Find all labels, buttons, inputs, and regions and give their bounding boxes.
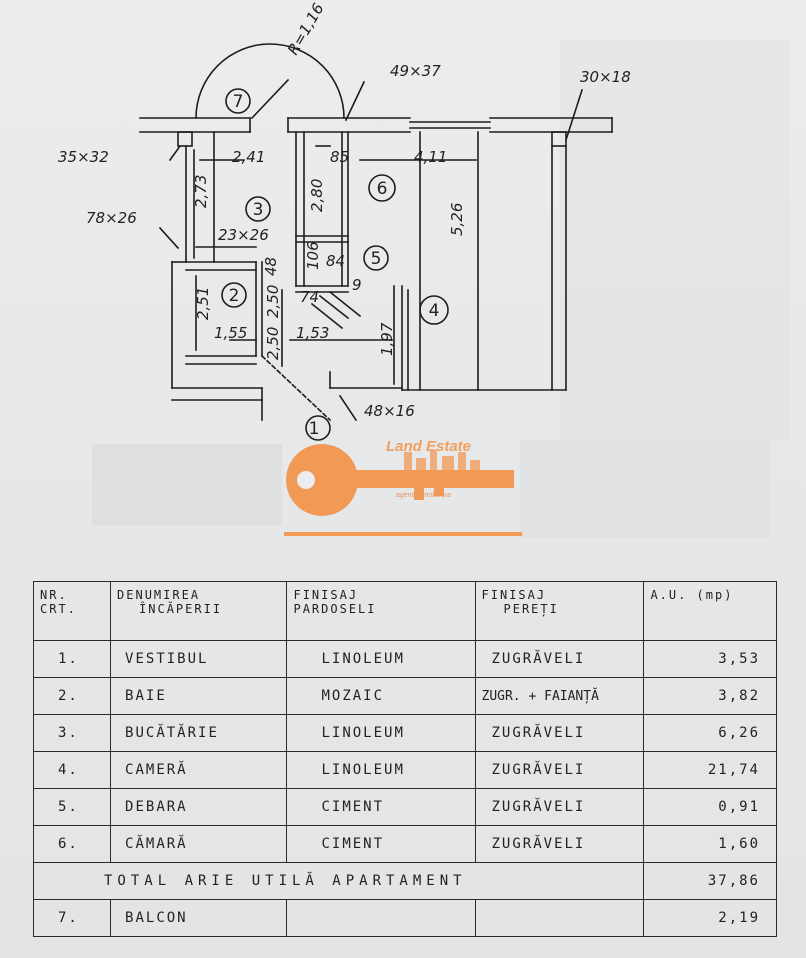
row-wall-finish: ZUGRĂVELI (474, 788, 645, 826)
header-area: A.U. (mp) (643, 581, 777, 641)
row-floor-finish: CIMENT (286, 825, 476, 863)
dim-526: 5,26 (448, 203, 466, 236)
dim-273: 2,73 (192, 175, 210, 208)
balcony-wall-finish (474, 899, 645, 937)
scan-shadow (92, 444, 282, 526)
dim-251: 2,51 (194, 287, 212, 320)
row-nr: 5. (32, 788, 112, 826)
key-icon (284, 444, 522, 536)
balcony-nr: 7. (32, 899, 112, 937)
dim-048: 48 (262, 257, 280, 276)
dim-window-top: 49×37 (390, 62, 441, 80)
land-estate-logo: Land Estate agentie imobiliara (284, 422, 524, 540)
row-floor-finish: CIMENT (286, 788, 476, 826)
room-number-7: 7 (233, 92, 244, 112)
row-room-name: BAIE (110, 677, 288, 715)
dim-241: 2,41 (232, 148, 265, 166)
room-number-5: 5 (371, 249, 382, 269)
row-area: 3,82 (643, 677, 777, 715)
logo-subtitle: agentie imobiliara (396, 492, 451, 499)
total-area: 37,86 (643, 862, 777, 900)
row-floor-finish: LINOLEUM (286, 714, 476, 752)
total-label: TOTAL ARIE UTILĂ APARTAMENT (32, 862, 645, 900)
dim-column-right: 30×18 (580, 68, 631, 86)
dim-084: 84 (326, 252, 345, 270)
dim-280: 2,80 (308, 179, 326, 212)
row-floor-finish: LINOLEUM (286, 640, 476, 678)
row-floor-finish: MOZAIC (286, 677, 476, 715)
dim-radius: R=1,16 (284, 0, 328, 58)
row-room-name: VESTIBUL (110, 640, 288, 678)
room-number-3: 3 (253, 200, 264, 220)
row-wall-finish: ZUGRĂVELI (474, 825, 645, 863)
table-row: 6. CĂMARĂ CIMENT ZUGRĂVELI 1,60 (32, 825, 777, 863)
row-nr: 2. (32, 677, 112, 715)
row-wall-finish: ZUGRĂVELI (474, 714, 645, 752)
row-wall-finish: ZUGRĂVELI (474, 640, 645, 678)
dim-411: 4,11 (414, 148, 447, 166)
dim-column-left: 35×32 (58, 148, 109, 166)
table-row: 5. DEBARA CIMENT ZUGRĂVELI 0,91 (32, 788, 777, 826)
row-floor-finish: LINOLEUM (286, 751, 476, 789)
balcony-area: 2,19 (643, 899, 777, 937)
table-row: 1. VESTIBUL LINOLEUM ZUGRĂVELI 3,53 (32, 640, 777, 678)
room-number-4: 4 (429, 301, 440, 321)
room-number-1: 1 (309, 419, 320, 439)
table-row: 2. BAIE MOZAIC ZUGR. + FAIANȚĂ 3,82 (32, 677, 777, 715)
row-room-name: DEBARA (110, 788, 288, 826)
row-area: 21,74 (643, 751, 777, 789)
row-room-name: BUCĂTĂRIE (110, 714, 288, 752)
dim-155: 1,55 (214, 324, 247, 342)
row-nr: 3. (32, 714, 112, 752)
scan-shadow (560, 40, 790, 440)
dim-23x26: 23×26 (218, 226, 269, 244)
room-number-6: 6 (377, 179, 388, 199)
table-balcony-row: 7. BALCON 2,19 (32, 899, 777, 937)
table-row: 3. BUCĂTĂRIE LINOLEUM ZUGRĂVELI 6,26 (32, 714, 777, 752)
dim-153: 1,53 (296, 324, 329, 342)
dim-106: 106 (304, 241, 322, 270)
dim-bottom-opening: 48×16 (364, 402, 415, 420)
row-room-name: CĂMARĂ (110, 825, 288, 863)
dim-niche-left: 78×26 (86, 209, 137, 227)
dim-085: 85 (330, 148, 349, 166)
row-area: 0,91 (643, 788, 777, 826)
table-row: 4. CAMERĂ LINOLEUM ZUGRĂVELI 21,74 (32, 751, 777, 789)
balcony-name: BALCON (110, 899, 288, 937)
row-nr: 1. (32, 640, 112, 678)
header-nr: NR.CRT. (32, 581, 112, 641)
table-total-row: TOTAL ARIE UTILĂ APARTAMENT 37,86 (32, 862, 777, 900)
balcony-floor-finish (286, 899, 476, 937)
row-area: 3,53 (643, 640, 777, 678)
dim-009: 9 (352, 276, 362, 294)
dim-250b: 2,50 (264, 327, 282, 360)
row-nr: 4. (32, 751, 112, 789)
row-nr: 6. (32, 825, 112, 863)
scan-shadow (520, 440, 770, 538)
floor-plan: R=1,16 49×37 30×18 35×32 78×26 48×16 2,4… (58, 0, 631, 441)
dim-197: 1,97 (378, 322, 396, 356)
dim-250a: 2,50 (264, 285, 282, 318)
row-wall-finish: ZUGR. + FAIANȚĂ (474, 677, 645, 715)
dim-074: 74 (300, 288, 319, 306)
row-area: 6,26 (643, 714, 777, 752)
row-area: 1,60 (643, 825, 777, 863)
row-wall-finish: ZUGRĂVELI (474, 751, 645, 789)
logo-title: Land Estate (386, 438, 472, 455)
row-room-name: CAMERĂ (110, 751, 288, 789)
room-number-2: 2 (229, 286, 240, 306)
